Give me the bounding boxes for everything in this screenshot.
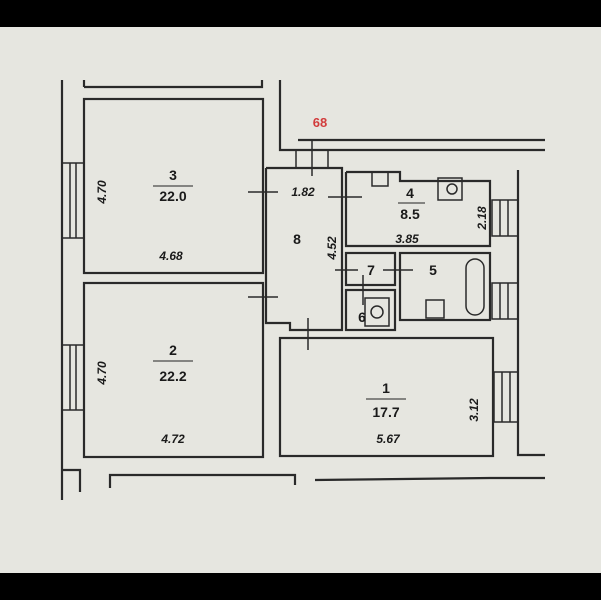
room-8-depth: 4.52 [325, 236, 339, 261]
room-7 [344, 251, 397, 287]
room-5 [398, 251, 492, 322]
room-5-number: 5 [429, 262, 437, 278]
floor-plan: 68 3 22.0 4.68 4.70 2 22.2 4.72 4.70 1 1… [0, 27, 601, 573]
room-1-number: 1 [382, 380, 390, 396]
room-8-width: 1.82 [291, 185, 315, 199]
room-2-depth: 4.70 [95, 361, 109, 386]
apartment-number: 68 [313, 115, 327, 130]
room-2-area: 22.2 [159, 368, 186, 384]
fixtures [364, 171, 485, 327]
room-4-number: 4 [406, 185, 414, 201]
room-2-width: 4.72 [160, 432, 185, 446]
room-4 [344, 170, 492, 248]
room-6-number: 6 [358, 309, 366, 325]
room-3-depth: 4.70 [95, 180, 109, 205]
room-4-width: 3.85 [395, 232, 419, 246]
door-markers [248, 191, 413, 350]
bathtub-icon [465, 258, 485, 316]
room-2-number: 2 [169, 342, 177, 358]
room-1-depth: 3.12 [467, 398, 481, 422]
room-3-area: 22.0 [159, 188, 186, 204]
room-1-width: 5.67 [376, 432, 401, 446]
washbasin-icon [425, 299, 445, 319]
room-3 [82, 97, 265, 275]
room-7-number: 7 [367, 262, 375, 278]
sink-icon [371, 171, 389, 187]
room-1-area: 17.7 [372, 404, 399, 420]
room-8-number: 8 [293, 231, 301, 247]
entrance [295, 139, 540, 176]
room-2 [82, 281, 265, 459]
stove-icon [437, 177, 463, 201]
room-4-area: 8.5 [400, 206, 420, 222]
room-4-depth: 2.18 [475, 206, 489, 231]
room-3-number: 3 [169, 167, 177, 183]
room-6 [344, 288, 397, 332]
room-8 [264, 166, 344, 332]
room-3-width: 4.68 [158, 249, 183, 263]
outer-walls [60, 80, 545, 500]
room-1 [278, 336, 495, 458]
floor-plan-drawing: 68 3 22.0 4.68 4.70 2 22.2 4.72 4.70 1 1… [60, 80, 545, 500]
windows [61, 162, 519, 423]
toilet-icon [364, 297, 390, 327]
